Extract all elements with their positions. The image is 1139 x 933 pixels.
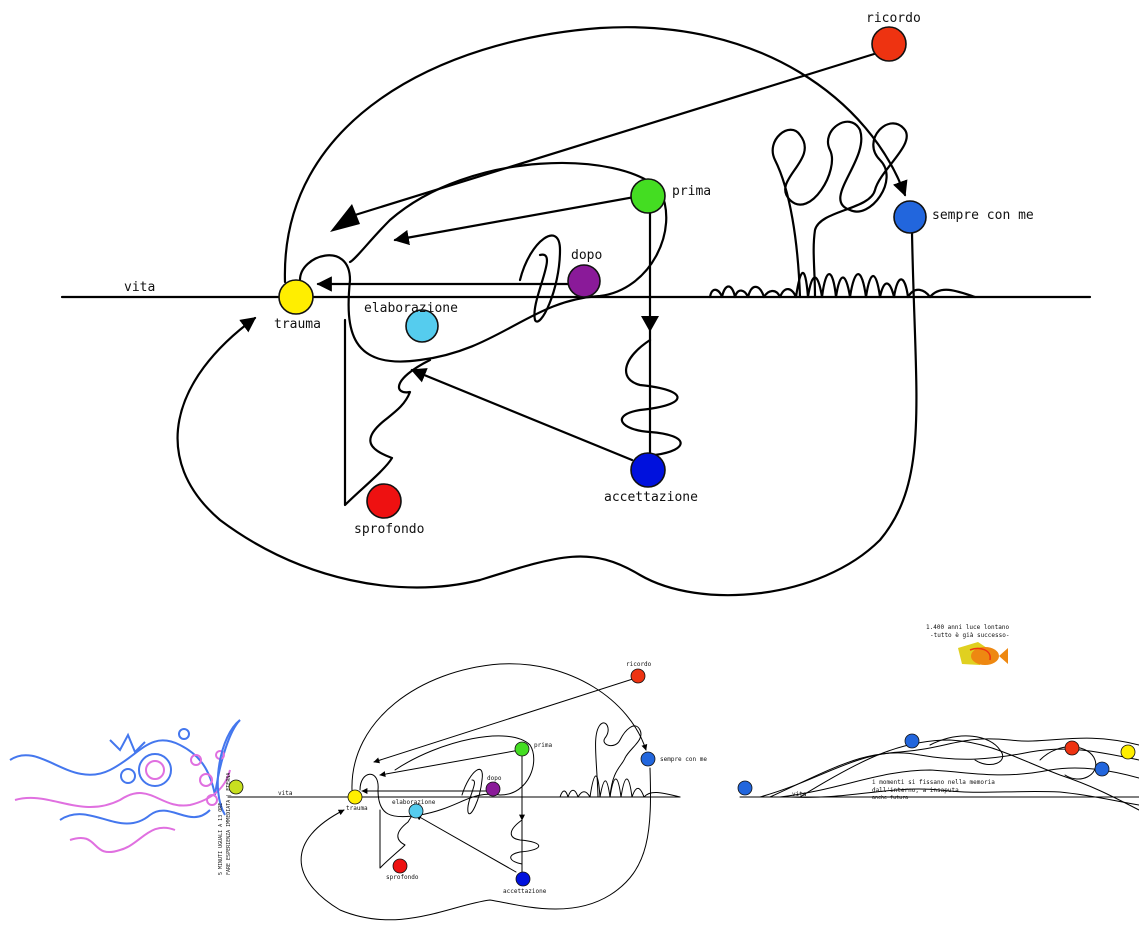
vita-label: vita bbox=[124, 280, 155, 295]
ricordo-arrowhead bbox=[330, 204, 360, 232]
small-prima-label: prima bbox=[534, 742, 552, 749]
fish-emblem-icon bbox=[958, 642, 1008, 665]
accettazione-node bbox=[630, 452, 666, 488]
main-diagram: vita trauma elaborazione bbox=[60, 11, 1092, 597]
elaborazione-label: elaborazione bbox=[364, 301, 458, 316]
small-accettazione-label: accettazione bbox=[503, 888, 547, 895]
dopo-squiggle bbox=[518, 234, 562, 323]
ricordo-node bbox=[871, 26, 907, 62]
trauma-label: trauma bbox=[274, 317, 321, 332]
small-dopo-squiggle bbox=[461, 768, 483, 815]
ricordo-label: ricordo bbox=[866, 11, 921, 26]
small-trauma-loop bbox=[359, 735, 535, 818]
small-prima-arrow bbox=[379, 749, 521, 778]
trauma-loop bbox=[298, 161, 668, 363]
small-dopo-label: dopo bbox=[487, 775, 502, 782]
accettazione-label: accettazione bbox=[604, 490, 698, 505]
small-ricordo-label: ricordo bbox=[626, 661, 652, 668]
strand-node-blue-2 bbox=[1094, 761, 1110, 777]
right-note-line3: anche futura bbox=[872, 795, 908, 801]
trauma-node bbox=[278, 279, 314, 315]
small-life-squiggle bbox=[559, 775, 681, 798]
small-sprofondo-node bbox=[392, 858, 408, 874]
small-dopo-node bbox=[485, 781, 501, 797]
dopo-node bbox=[567, 264, 601, 298]
small-diagram: 5 MINUTI UGUALI A 13 ORE FARE ESPERIENZA… bbox=[9, 624, 1139, 921]
note-title: 1.400 anni luce lontano bbox=[926, 624, 1009, 631]
right-note-line2: dall'interno, a insaputa bbox=[872, 787, 959, 794]
right-note-line1: i momenti si fissano nella memoria bbox=[872, 779, 995, 786]
prima-arrow-upper bbox=[393, 194, 642, 246]
strand-node-blue-1 bbox=[904, 733, 920, 749]
sprofondo-path bbox=[343, 318, 432, 507]
small-ricordo-arrow bbox=[373, 677, 637, 764]
note-subtitle: -tutto è già successo- bbox=[930, 632, 1009, 639]
small-memory-arc bbox=[351, 663, 648, 791]
accettazione-wiggle bbox=[620, 338, 682, 457]
return-loop bbox=[176, 230, 918, 597]
prima-node bbox=[630, 178, 666, 214]
prima-down-arrowhead bbox=[641, 316, 659, 332]
life-squiggle bbox=[708, 271, 977, 299]
elaborazione-node bbox=[405, 309, 439, 343]
small-elaborazione-node bbox=[408, 803, 424, 819]
small-sempre-node bbox=[640, 751, 656, 767]
small-return-loop bbox=[300, 767, 652, 921]
tangle-squiggle bbox=[771, 120, 908, 299]
sprofondo-node bbox=[366, 483, 402, 519]
decorative-cluster bbox=[9, 719, 241, 853]
small-ricordo-node bbox=[630, 668, 646, 684]
sempre-label: sempre con me bbox=[932, 208, 1034, 223]
prima-label: prima bbox=[672, 184, 711, 199]
accettazione-arrow bbox=[410, 368, 634, 462]
vertical-subcaption: FARE ESPERIENZA IMMEDIATA | ETERNA bbox=[226, 773, 232, 875]
right-vita-node bbox=[737, 780, 753, 796]
small-prima-node bbox=[514, 741, 530, 757]
small-accettazione-node bbox=[515, 871, 531, 887]
memory-arc bbox=[283, 26, 908, 284]
memory-strands bbox=[759, 735, 1139, 811]
strand-node-yellow bbox=[1120, 744, 1136, 760]
dopo-label: dopo bbox=[571, 248, 602, 263]
small-vita-label: vita bbox=[278, 790, 293, 797]
vertical-caption: 5 MINUTI UGUALI A 13 ORE bbox=[218, 803, 224, 875]
start-node bbox=[228, 779, 244, 795]
small-trauma-label: trauma bbox=[346, 805, 368, 812]
small-elaborazione-label: elaborazione bbox=[392, 799, 436, 806]
small-trauma-node bbox=[347, 789, 363, 805]
small-accettazione-wiggle bbox=[510, 819, 540, 865]
small-accettazione-arrow bbox=[415, 814, 517, 873]
small-sempre-label: sempre con me bbox=[660, 756, 707, 763]
small-sprofondo-label: sprofondo bbox=[386, 874, 419, 881]
sprofondo-label: sprofondo bbox=[354, 522, 424, 537]
sempre-node bbox=[893, 200, 927, 234]
strand-node-red bbox=[1064, 740, 1080, 756]
small-tangle-squiggle bbox=[595, 722, 642, 798]
